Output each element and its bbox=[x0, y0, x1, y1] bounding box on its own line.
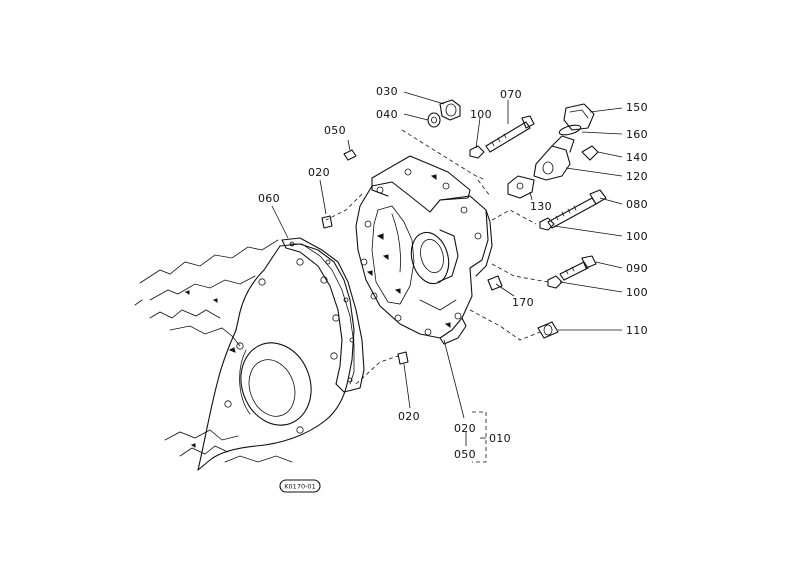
nut-030-shape bbox=[439, 99, 461, 121]
label-020-group: 020 bbox=[454, 422, 476, 435]
label-050: 050 bbox=[324, 124, 346, 137]
stud-070-shape bbox=[485, 115, 535, 153]
nut-100-mid-shape bbox=[539, 217, 555, 231]
drawing-id-text: K0170-01 bbox=[284, 483, 315, 491]
label-160: 160 bbox=[626, 128, 648, 141]
small-parts-drawing bbox=[321, 99, 607, 365]
nut-100-top-shape bbox=[469, 145, 485, 159]
plate-130-shape bbox=[507, 175, 535, 199]
drawing-id-badge: K0170-01 bbox=[279, 479, 321, 493]
dowel-020-lower-shape bbox=[397, 351, 409, 365]
label-110: 110 bbox=[626, 324, 648, 337]
label-070: 070 bbox=[500, 88, 522, 101]
label-060: 060 bbox=[258, 192, 280, 205]
label-130: 130 bbox=[530, 200, 552, 213]
fitting-140-shape bbox=[581, 145, 599, 161]
label-010: 010 bbox=[489, 432, 511, 445]
nut-100-low-shape bbox=[547, 275, 563, 289]
label-090: 090 bbox=[626, 262, 648, 275]
pin-050-shape bbox=[343, 149, 357, 161]
oring-160-shape bbox=[558, 124, 582, 136]
label-100-low: 100 bbox=[626, 286, 648, 299]
cap-150-shape bbox=[563, 103, 595, 131]
body-120-shape bbox=[533, 135, 575, 181]
label-080: 080 bbox=[626, 198, 648, 211]
dowel-020-upper-shape bbox=[321, 215, 333, 229]
washer-040-shape bbox=[427, 112, 441, 128]
bolt-090-shape bbox=[559, 255, 597, 281]
label-120: 120 bbox=[626, 170, 648, 183]
leader-lines bbox=[271, 91, 623, 463]
plug-170-shape bbox=[487, 275, 503, 291]
label-030: 030 bbox=[376, 85, 398, 98]
flywheel-housing-drawing bbox=[355, 155, 493, 345]
bolt-110-shape bbox=[537, 321, 559, 339]
label-020-upper: 020 bbox=[308, 166, 330, 179]
label-140: 140 bbox=[626, 151, 648, 164]
label-040: 040 bbox=[376, 108, 398, 121]
label-050-group: 050 bbox=[454, 448, 476, 461]
engine-block-drawing bbox=[134, 239, 355, 471]
label-170: 170 bbox=[512, 296, 534, 309]
part-labels: 030 040 050 020 060 070 100 150 160 140 … bbox=[258, 85, 648, 461]
label-020-lower: 020 bbox=[398, 410, 420, 423]
bolt-080-shape bbox=[547, 189, 607, 229]
label-100-mid: 100 bbox=[626, 230, 648, 243]
label-150: 150 bbox=[626, 101, 648, 114]
gasket-drawing bbox=[281, 237, 365, 393]
label-100-top: 100 bbox=[470, 108, 492, 121]
